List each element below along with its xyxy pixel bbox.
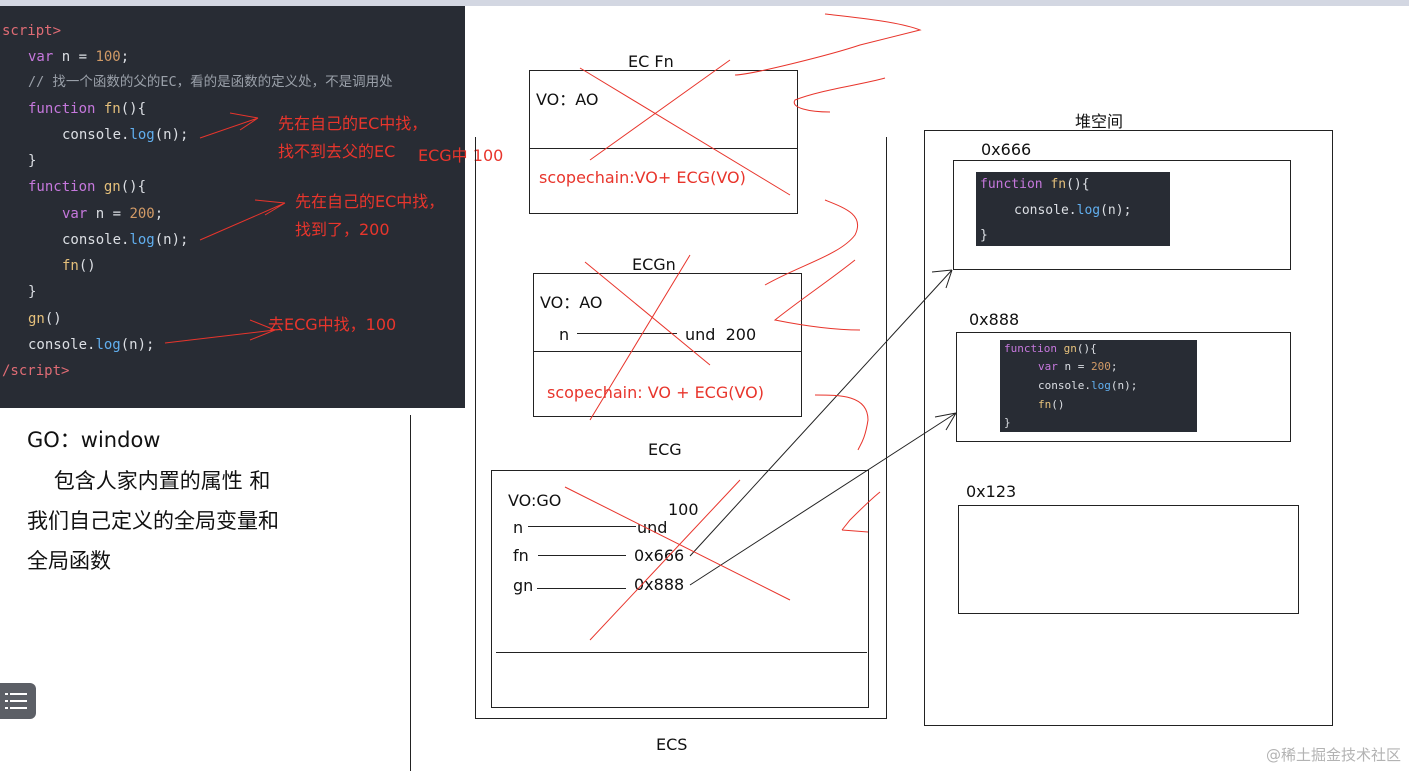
code-line: console.log(n); [1014,203,1132,218]
ec-gn-divider [534,351,801,352]
code-line: console.log(n); [62,232,189,248]
red-cross [584,254,711,421]
ec-fn-vo: VO：AO [536,90,599,109]
heap-object-0x666 [953,160,1291,270]
code-line: console.log(n); [28,337,155,353]
code-line: function fn(){ [980,177,1090,192]
go-desc-line-1: 包含人家内置的属性 和 [27,469,271,493]
go-desc-line-2: 我们自己定义的全局变量和 [27,509,279,533]
code-line: fn() [62,258,96,274]
ecg-n-line [528,526,636,527]
fn-lookup-note-1: 先在自己的EC中找， [278,114,428,133]
ecs-label: ECS [656,735,688,754]
ec-gn-n-label: n [559,325,570,344]
code-line: var n = 200; [62,206,164,222]
ecs-left-wall [475,137,476,719]
watermark: @稀土掘金技术社区 [1265,746,1401,764]
ecg-gn-label: gn [513,576,534,595]
code-line: } [1004,416,1011,429]
ecg-n-value: und [637,518,668,537]
heap-addr-0x666: 0x666 [981,140,1032,159]
list-menu-button[interactable] [0,683,36,719]
code-line: script> [2,23,62,39]
ecg-box: VO:GO 100 n und fn 0x666 gn 0x888 [491,470,869,708]
ecg-title: ECG [648,440,682,459]
ec-gn-box: VO：AO n und 200 scopechain: VO + ECG(VO) [533,273,802,417]
code-line: var n = 200; [1038,360,1118,373]
code-line: } [980,228,988,243]
red-scribble [773,259,861,331]
ecs-bottom [475,718,887,719]
heap-addr-0x888: 0x888 [969,310,1020,329]
gn-lookup-note-1: 先在自己的EC中找， [295,192,445,211]
gn-pointer-arrow [689,412,957,586]
fn-pointer-arrow [689,269,953,557]
go-window-text: GO：window [27,428,161,452]
ec-gn-n-line [577,333,677,334]
ecg-vo: VO:GO [508,491,562,510]
red-scribble [734,13,922,76]
heap-object-0x123 [958,505,1299,614]
ecg-divider [496,652,867,653]
fn-lookup-note-2: 找不到去父的EC [278,142,396,161]
top-bar [0,0,1409,6]
red-arrow [199,112,259,139]
code-line: console.log(n); [1038,379,1138,392]
go-desc-line-3: 全局函数 [27,549,111,573]
list-icon [5,693,27,709]
ecg-n-label: n [513,518,524,537]
code-panel: script> var n = 100; // 找一个函数的父的EC，看的是函数… [0,6,465,408]
ecg-fn-line [538,555,626,556]
code-line: } [28,153,37,169]
heap-box [924,130,1333,726]
ecg-fn-label: fn [513,546,529,565]
code-comment: // 找一个函数的父的EC，看的是函数的定义处，不是调用处 [28,74,393,90]
red-cross [564,479,791,641]
code-line: var n = 100; [28,49,130,65]
ec-fn-divider [530,148,797,149]
heap-title: 堆空间 [1075,112,1124,131]
heap-fn-code: function fn(){ console.log(n); } [976,172,1170,246]
red-scribble [841,491,881,533]
ec-gn-scopechain: scopechain: VO + ECG(VO) [547,383,764,402]
code-line: function fn(){ [28,101,147,117]
code-line: function gn(){ [1004,342,1097,355]
code-line: function gn(){ [28,179,147,195]
ec-gn-title: ECGn [632,255,676,274]
ec-fn-box: VO：AO scopechain:VO+ ECG(VO) [529,70,798,214]
ec-fn-title: EC Fn [628,52,674,71]
heap-object-0x888 [956,332,1291,442]
red-scribble [764,199,859,286]
global-lookup-note: 去ECG中找，100 [268,315,397,334]
code-line: } [28,284,37,300]
gn-lookup-note-2: 找到了，200 [295,220,390,239]
red-cross [579,59,791,196]
heap-addr-0x123: 0x123 [966,482,1017,501]
red-scribble [793,77,886,113]
red-arrow [164,319,276,344]
ec-fn-scopechain: scopechain:VO+ ECG(VO) [539,168,746,187]
code-line: console.log(n); [62,127,189,143]
ecg-n-new-value: 100 [668,500,699,519]
heap-gn-code: function gn(){ var n = 200; console.log(… [1000,340,1197,432]
ecs-right-wall [886,137,887,719]
ecg-fn-value: 0x666 [634,546,685,565]
divider-line [410,415,411,771]
code-line: /script> [2,363,70,379]
code-line: fn() [1038,398,1065,411]
ecg-gn-line [537,588,626,589]
ecg-100-note: ECG中 100 [418,146,504,165]
red-arrow [199,199,286,241]
ec-gn-n-value: und 200 [685,325,757,344]
code-line: gn() [28,311,62,327]
ec-gn-vo: VO：AO [540,293,603,312]
red-scribble [814,394,869,451]
